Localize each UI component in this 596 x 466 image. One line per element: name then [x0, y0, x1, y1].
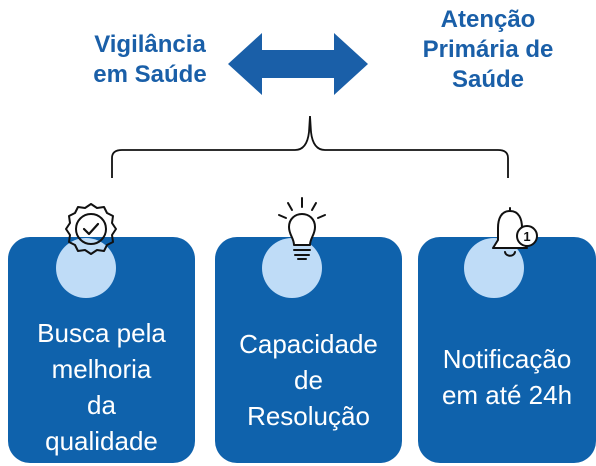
double-arrow-icon	[228, 33, 368, 95]
vigilancia-heading: Vigilância em Saúde	[93, 31, 207, 88]
card-label-notificacao: Notificação em até 24h	[441, 344, 573, 410]
icon-bubble	[262, 238, 322, 298]
bell-notification-icon: 1	[492, 207, 538, 257]
atencao-primaria-heading: Atenção Primária de Saúde	[422, 6, 554, 93]
curly-brace-icon	[111, 115, 509, 178]
card-label-resolucao: Capacidade de Resolução	[239, 329, 378, 431]
award-badge-icon	[65, 203, 117, 255]
card-label-qualidade: Busca pela melhoria da qualidade	[37, 318, 166, 456]
lightbulb-icon	[278, 197, 326, 260]
notification-count: 1	[523, 229, 530, 244]
